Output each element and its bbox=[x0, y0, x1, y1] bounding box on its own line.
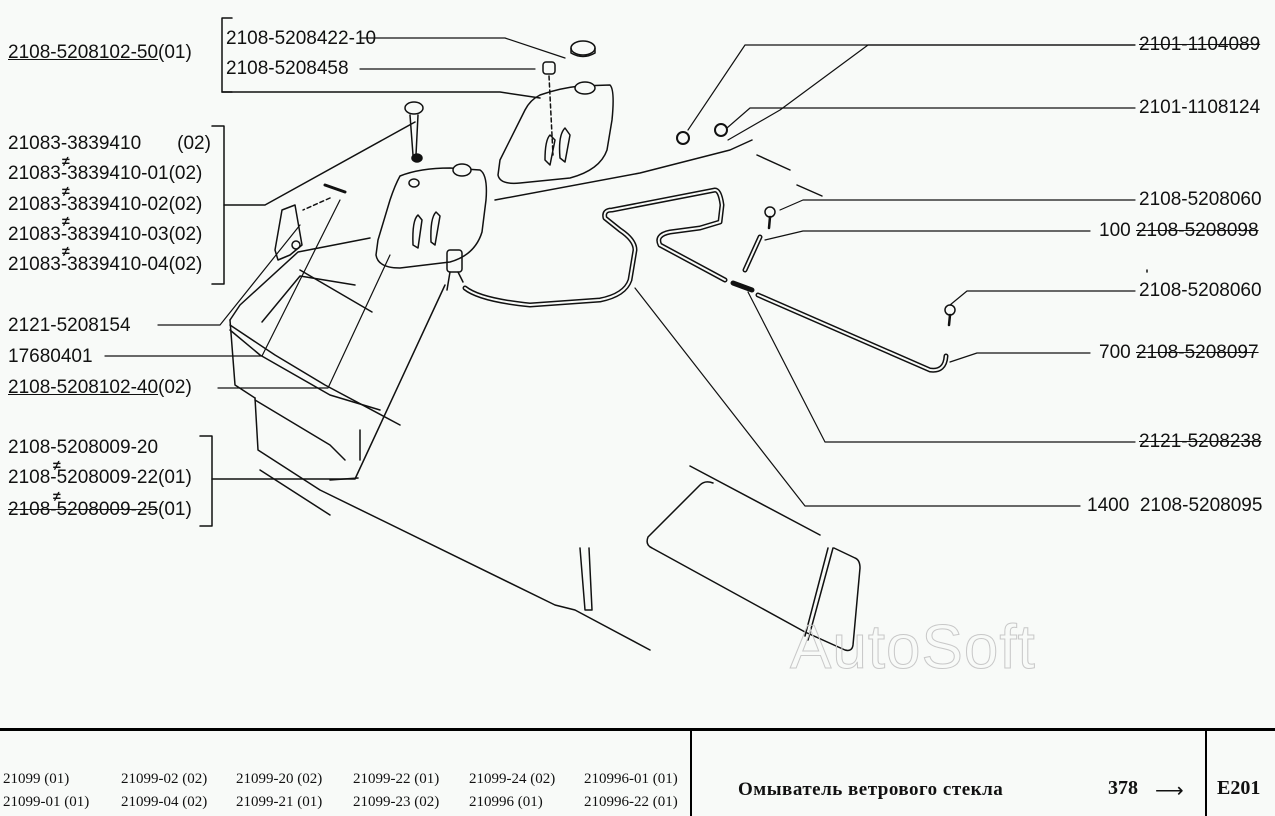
part-qty: (02) bbox=[168, 163, 203, 184]
part-number: 2108-5208095 bbox=[1139, 495, 1263, 516]
part-number: 2101-1104089 bbox=[1139, 34, 1261, 55]
model-applicability: 210996-22 (01) bbox=[584, 794, 678, 810]
label-right-5: 700 2108-5208097 bbox=[1099, 342, 1259, 364]
label-right-7: 1400 2108-5208095 bbox=[1087, 495, 1262, 517]
not-equal-icon: ≠ bbox=[62, 153, 70, 169]
model-applicability: 21099-23 (02) bbox=[353, 794, 440, 810]
part-number: 21083-3839410-02 bbox=[8, 194, 169, 215]
label-right-3: 100 2108-5208098 bbox=[1099, 220, 1259, 242]
model-applicability: 21099-20 (02) bbox=[236, 771, 323, 787]
title-block: 21099 (01) 21099-01 (01) 21099-02 (02) 2… bbox=[0, 728, 1275, 816]
section-code: E201 bbox=[1217, 777, 1261, 799]
reservoir-tank-upper bbox=[497, 40, 614, 185]
washer-pump bbox=[446, 249, 464, 291]
part-qty: (02) bbox=[168, 194, 203, 215]
not-equal-icon: ≠ bbox=[53, 488, 61, 504]
divider bbox=[690, 731, 692, 816]
part-number: 2108-5208009-22 bbox=[8, 467, 159, 488]
label-top-assembly: 2108-5208102-50(01) bbox=[8, 42, 192, 64]
part-number: 2108-5208102-40 bbox=[8, 377, 159, 398]
washer-hoses-inner bbox=[464, 189, 947, 372]
label-right-0: 2101-1104089 bbox=[1139, 34, 1260, 56]
label-cap-filter: 2108-5208458 bbox=[226, 58, 349, 79]
leader-lines bbox=[104, 37, 1136, 507]
model-applicability: 210996-01 (01) bbox=[584, 771, 678, 787]
label-sensor-1: 21083-3839410-01(02) bbox=[8, 163, 202, 185]
part-number: 21083-3839410-01 bbox=[8, 163, 169, 184]
part-number: 2108-5208060 bbox=[1139, 280, 1262, 301]
watermark: AutoSoft bbox=[790, 613, 1036, 683]
not-equal-icon: ≠ bbox=[62, 183, 70, 199]
label-right-6: 2121-5208238 bbox=[1139, 431, 1262, 453]
bracket-lines bbox=[199, 17, 541, 527]
car-body-outline bbox=[229, 139, 1148, 651]
part-qty: (01) bbox=[158, 42, 192, 63]
label-lower-assembly: 2108-5208102-40(02) bbox=[8, 377, 192, 399]
part-number: 2108-5208009-20 bbox=[8, 437, 159, 458]
mounting-bracket bbox=[274, 183, 347, 261]
model-applicability: 21099-01 (01) bbox=[3, 794, 90, 810]
page-number: 378 bbox=[1108, 777, 1138, 799]
part-qty: (02) bbox=[177, 133, 211, 154]
page-title: Омыватель ветрового стекла bbox=[738, 779, 1004, 800]
part-number: 2108-5208060 bbox=[1139, 189, 1262, 210]
label-sensor-4: 21083-3839410-04(02) bbox=[8, 254, 202, 276]
hose-length: 100 bbox=[1099, 220, 1131, 241]
label-right-4: 2108-5208060 bbox=[1139, 280, 1262, 302]
washer-hoses bbox=[462, 187, 949, 373]
label-screw: 17680401 bbox=[8, 346, 93, 367]
part-number: 2121-5208238 bbox=[1139, 431, 1262, 452]
model-applicability: 21099-04 (02) bbox=[121, 794, 208, 810]
part-number: 2108-5208009-25 bbox=[8, 499, 159, 520]
part-number: 21083-3839410-04 bbox=[8, 254, 169, 275]
label-right-2: 2108-5208060 bbox=[1139, 189, 1262, 211]
label-sensor-0: 21083-3839410 (02) bbox=[8, 133, 211, 155]
hose-length: 1400 bbox=[1087, 495, 1130, 516]
label-sensor-3: 21083-3839410-03(02) bbox=[8, 224, 202, 246]
not-equal-icon: ≠ bbox=[62, 243, 70, 259]
part-number: 2108-5208102-50 bbox=[8, 42, 159, 63]
model-applicability: 21099-22 (01) bbox=[353, 771, 440, 787]
part-number: 2108-5208097 bbox=[1135, 342, 1259, 363]
part-qty: (01) bbox=[158, 499, 192, 520]
label-motor-0: 2108-5208009-20 bbox=[8, 437, 158, 459]
label-cap: 2108-5208422-10 bbox=[226, 28, 377, 49]
label-motor-1: 2108-5208009-22(01) bbox=[8, 467, 192, 489]
part-number: 2101-1108124 bbox=[1139, 97, 1261, 118]
model-applicability: 21099-21 (01) bbox=[236, 794, 323, 810]
part-qty: (01) bbox=[158, 467, 192, 488]
parts-diagram bbox=[104, 17, 1148, 652]
level-sensor bbox=[404, 101, 424, 163]
not-equal-icon: ≠ bbox=[53, 457, 61, 473]
model-applicability: 210996 (01) bbox=[469, 794, 543, 810]
part-qty: (02) bbox=[168, 224, 203, 245]
model-applicability: 21099 (01) bbox=[3, 771, 70, 787]
part-number: 2108-5208098 bbox=[1135, 220, 1259, 241]
nozzles bbox=[764, 206, 956, 327]
reservoir-tank-lower bbox=[375, 163, 488, 269]
model-applicability: 21099-02 (02) bbox=[121, 771, 208, 787]
label-right-1: 2101-1108124 bbox=[1139, 97, 1260, 119]
part-number: 21083-3839410 bbox=[8, 133, 142, 154]
label-bracket: 2121-5208154 bbox=[8, 315, 131, 336]
window-glass bbox=[646, 481, 861, 652]
divider bbox=[1205, 731, 1207, 816]
label-motor-2: 2108-5208009-25(01) bbox=[8, 499, 192, 521]
label-sensor-2: 21083-3839410-02(02) bbox=[8, 194, 202, 216]
hose-length: 700 bbox=[1099, 342, 1131, 363]
not-equal-icon: ≠ bbox=[62, 213, 70, 229]
grommets bbox=[676, 123, 728, 145]
part-number: 21083-3839410-03 bbox=[8, 224, 169, 245]
part-qty: (02) bbox=[168, 254, 203, 275]
arrow-right-icon: ⟶ bbox=[1155, 780, 1184, 802]
model-applicability: 21099-24 (02) bbox=[469, 771, 556, 787]
part-qty: (02) bbox=[158, 377, 192, 398]
